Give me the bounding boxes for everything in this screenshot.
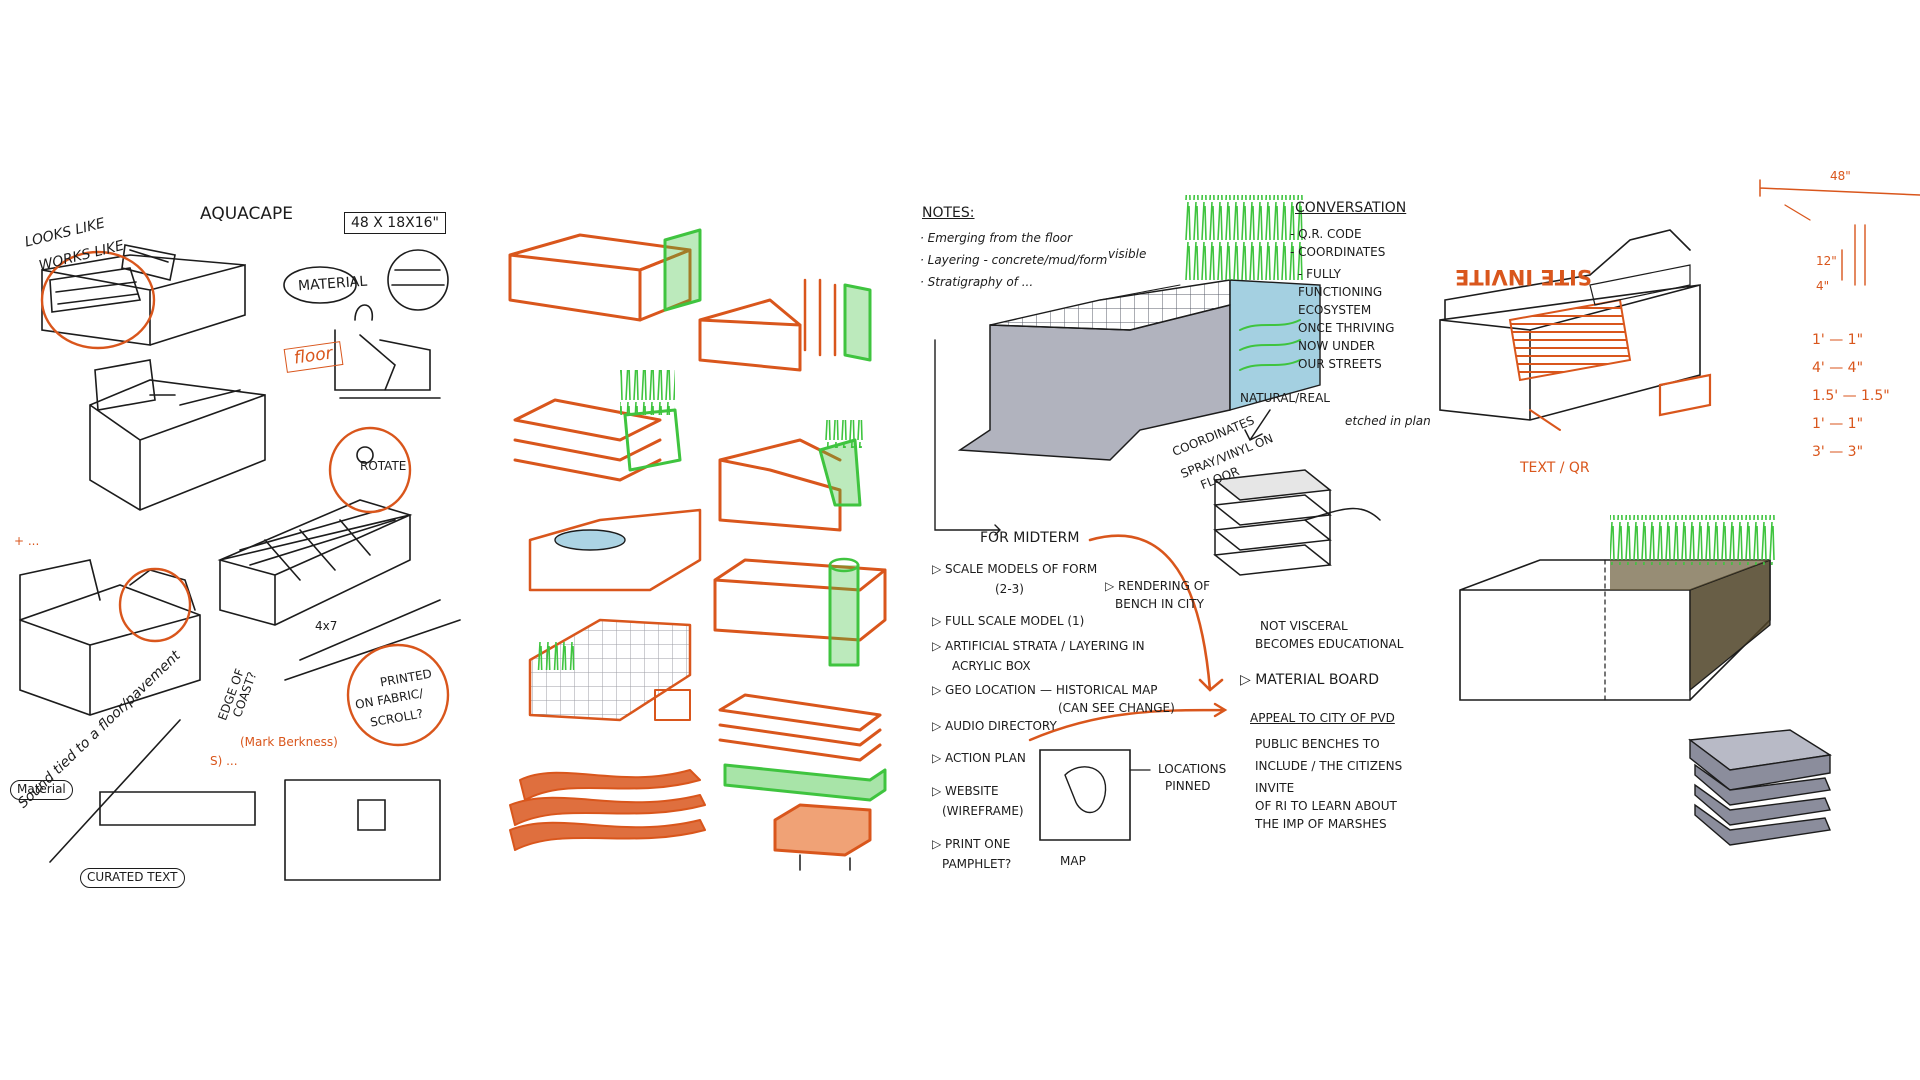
etched-label: etched in plan — [1345, 414, 1431, 428]
scale-item-3: 1.5' — 1.5" — [1812, 388, 1890, 404]
appeal-line-6: THE IMP OF MARSHES — [1255, 817, 1387, 831]
material-circle-label: Material — [10, 780, 73, 800]
scale-item-4: 1' — 1" — [1812, 416, 1864, 432]
locations-pinned-1: LOCATIONS — [1158, 762, 1227, 776]
conversation-item-3: - FULLY — [1298, 267, 1341, 281]
orange-ribbons — [509, 769, 706, 851]
person-sketch — [334, 304, 441, 399]
panel-4-sketches — [1439, 179, 1920, 846]
dim-12: 12" — [1816, 254, 1837, 268]
rendering-line-2: BENCH IN CITY — [1115, 597, 1204, 611]
panel-3-sketches — [934, 195, 1381, 841]
conversation-item-1: - Q.R. CODE — [1290, 227, 1362, 241]
s-note: S) ... — [210, 754, 238, 768]
map-box — [1039, 749, 1131, 841]
conversation-item-6: ONCE THRIVING — [1298, 321, 1395, 335]
midterm-item-9: ▷ WEBSITE — [932, 784, 999, 798]
note-2: · Layering - concrete/mud/form — [920, 253, 1108, 267]
midterm-item-2: (2-3) — [995, 582, 1024, 596]
not-visceral-1: NOT VISCERAL — [1260, 619, 1348, 633]
panel-1-sketches — [19, 244, 461, 881]
midterm-item-5: ACRYLIC BOX — [952, 659, 1031, 673]
appeal-line-3: INCLUDE / THE CITIZENS — [1255, 759, 1403, 773]
midterm-item-12: PAMPHLET? — [942, 857, 1012, 871]
note-visible: visible — [1108, 247, 1147, 261]
bench-sketch-3 — [19, 584, 201, 716]
curated-text-label: CURATED TEXT — [80, 868, 185, 888]
note-1: · Emerging from the floor — [920, 231, 1073, 245]
historical-map-2: (CAN SEE CHANGE) — [1058, 701, 1175, 715]
grid-dim-label: 4x7 — [315, 619, 338, 633]
divider-line — [49, 719, 181, 863]
conversation-item-8: OUR STREETS — [1298, 357, 1382, 371]
not-visceral-2: BECOMES EDUCATIONAL — [1255, 637, 1404, 651]
mark-note: (Mark Berkness) — [240, 735, 338, 749]
conversation-item-7: NOW UNDER — [1298, 339, 1376, 353]
scale-item-5: 3' — 3" — [1812, 444, 1864, 460]
appeal-line-1: APPEAL TO CITY OF PVD — [1250, 711, 1395, 725]
bench-sketch-2 — [89, 379, 266, 511]
midterm-item-8: ▷ ACTION PLAN — [932, 751, 1026, 765]
site-invite-label: SITE INVITE — [1455, 265, 1593, 290]
scale-item-2: 4' — 4" — [1812, 360, 1864, 376]
appeal-line-2: PUBLIC BENCHES TO — [1255, 737, 1380, 751]
conversation-heading: CONVERSATION — [1295, 200, 1407, 216]
map-label: MAP — [1060, 854, 1086, 868]
aquacape-title: AQUACAPE — [200, 204, 293, 224]
bench-sketch-4 — [217, 499, 413, 626]
locations-pinned-2: PINNED — [1165, 779, 1211, 793]
midterm-item-1: ▷ SCALE MODELS OF FORM — [932, 562, 1098, 576]
rendering-line-1: ▷ RENDERING OF — [1105, 579, 1211, 593]
historical-map-1: — HISTORICAL MAP — [1040, 683, 1158, 697]
midterm-item-3: ▷ FULL SCALE MODEL (1) — [932, 614, 1085, 628]
appeal-line-5: OF RI TO LEARN ABOUT — [1255, 799, 1397, 813]
midterm-item-7: ▷ AUDIO DIRECTORY — [932, 719, 1057, 733]
midterm-heading: FOR MIDTERM — [980, 530, 1080, 546]
conversation-item-5: ECOSYSTEM — [1298, 303, 1372, 317]
midterm-item-11: ▷ PRINT ONE — [932, 837, 1011, 851]
rotate-label: ROTATE — [360, 459, 407, 473]
appeal-line-4: INVITE — [1255, 781, 1295, 795]
panel-2-sketches — [508, 228, 887, 871]
natural-real-label: NATURAL/REAL — [1240, 391, 1330, 405]
material-board-label: ▷ MATERIAL BOARD — [1240, 672, 1380, 688]
conversation-item-2: - COORDINATES — [1290, 245, 1386, 259]
midterm-item-10: (WIREFRAME) — [942, 804, 1024, 818]
notes-heading: NOTES: — [922, 205, 975, 221]
dim-48: 48" — [1830, 169, 1851, 183]
orange-arrow — [1088, 534, 1224, 692]
note-3: · Stratigraphy of ... — [920, 275, 1034, 289]
plus-note: + ... — [14, 534, 40, 548]
midterm-item-4: ▷ ARTIFICIAL STRATA / LAYERING IN — [932, 639, 1145, 653]
conversation-item-4: FUNCTIONING — [1298, 285, 1383, 299]
bench-sketch-1 — [41, 254, 246, 346]
dim-4: 4" — [1816, 279, 1830, 293]
dimensions-label: 48 X 18X16" — [344, 212, 446, 235]
highlight-circle — [40, 250, 156, 350]
text-qr-label: TEXT / QR — [1520, 460, 1590, 476]
midterm-item-6: ▷ GEO LOCATION — [932, 683, 1036, 697]
scale-item-1: 1' — 1" — [1812, 332, 1864, 348]
